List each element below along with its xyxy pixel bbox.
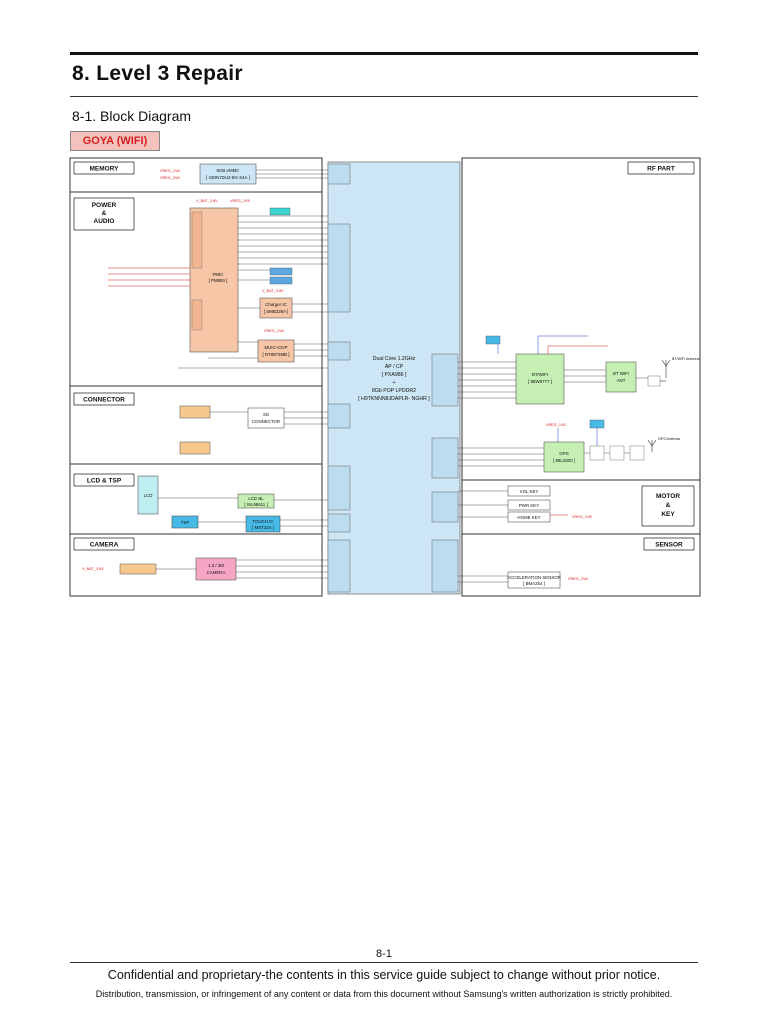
- svg-text:Charger IC: Charger IC: [265, 302, 286, 307]
- page-number: 8-1: [376, 948, 392, 960]
- motor-key-label-3: KEY: [661, 511, 675, 518]
- gps-block: [543, 441, 585, 473]
- camera-block: [195, 557, 237, 581]
- svg-text:HOME KEY: HOME KEY: [517, 515, 540, 520]
- svg-text:PWR KEY: PWR KEY: [519, 503, 539, 508]
- bt-wifi-block: [515, 353, 565, 405]
- ap-line-3: [ PXA986 ]: [382, 372, 407, 378]
- bt-wifi-antenna-label: BT/WIFI Antenna: [672, 357, 699, 361]
- svg-text:ACCELERATION SENSOR: ACCELERATION SENSOR: [507, 575, 561, 580]
- lcd-block: [137, 475, 159, 515]
- lcd-tsp-label: LCD & TSP: [87, 478, 122, 485]
- legal-notice: Distribution, transmission, or infringem…: [95, 989, 673, 999]
- svg-text:VREG_1V8: VREG_1V8: [230, 199, 250, 203]
- accelerometer-block: [507, 571, 561, 589]
- muic-block: [257, 339, 295, 363]
- svg-text:[ 88W8777 ]: [ 88W8777 ]: [528, 379, 552, 384]
- svg-text:LCD BL: LCD BL: [248, 496, 264, 501]
- ap-line-2: AP / CP: [385, 364, 404, 370]
- sd-connector-block: [247, 407, 285, 429]
- svg-text:VREG_2V8: VREG_2V8: [568, 577, 588, 581]
- svg-text:CAMERA: CAMERA: [207, 570, 226, 575]
- svg-text:V_BAT_3.8V: V_BAT_3.8V: [196, 199, 218, 203]
- gps-antenna-label: GPS Antenna: [658, 437, 680, 441]
- section-title: 8-1. Block Diagram: [72, 108, 192, 124]
- svg-text:MUIC+OVP: MUIC+OVP: [264, 345, 287, 350]
- svg-text:VREG_1V8: VREG_1V8: [572, 515, 592, 519]
- bt-wifi-ant-block: [605, 361, 637, 393]
- footer-rule: [70, 962, 698, 963]
- top-rule: [70, 52, 698, 55]
- svg-text:1.3 / 3M: 1.3 / 3M: [208, 563, 224, 568]
- svg-text:[ MXT224 ]: [ MXT224 ]: [252, 525, 273, 530]
- svg-text:BT WIFI: BT WIFI: [613, 371, 629, 376]
- svg-text:VREG_1V8: VREG_1V8: [160, 169, 180, 173]
- confidential-notice: Confidential and proprietary-the content…: [107, 968, 661, 982]
- power-label-3: AUDIO: [94, 218, 115, 225]
- connector-label: CONNECTOR: [83, 397, 125, 404]
- lcd-bl-block: [237, 493, 275, 509]
- power-label-1: POWER: [92, 202, 117, 209]
- svg-text:ANT: ANT: [617, 378, 626, 383]
- sensor-label: SENSOR: [655, 542, 683, 549]
- ap-line-5: 8Gb POP LPDDR2: [372, 388, 416, 394]
- right-frame: [461, 157, 701, 597]
- charger-block: [259, 297, 293, 319]
- svg-text:CONNECTOR: CONNECTOR: [252, 419, 280, 424]
- svg-text:V_BAT_3.8V: V_BAT_3.8V: [262, 289, 284, 293]
- power-label-2: &: [102, 210, 107, 217]
- svg-text:SD: SD: [263, 412, 269, 417]
- svg-text:[ PM800 ]: [ PM800 ]: [209, 278, 228, 283]
- svg-text:VREG_2V8: VREG_2V8: [160, 176, 180, 180]
- svg-text:VREG_1V8: VREG_1V8: [546, 423, 566, 427]
- model-badge: GOYA (WIFI): [70, 131, 160, 151]
- camera-label: CAMERA: [90, 542, 119, 549]
- svg-text:LCD: LCD: [144, 493, 153, 498]
- svg-text:TSP: TSP: [181, 520, 190, 525]
- svg-text:[ SMB328A ]: [ SMB328A ]: [264, 309, 288, 314]
- motor-key-label-1: MOTOR: [656, 493, 680, 500]
- motor-key-label-2: &: [666, 502, 671, 509]
- svg-text:[ ISL98611 ]: [ ISL98611 ]: [244, 502, 267, 507]
- svg-text:VREG_1V8: VREG_1V8: [264, 329, 284, 333]
- svg-text:VOL KEY: VOL KEY: [520, 489, 539, 494]
- block-diagram: Dual Core 1.2GHz AP / CP [ PXA986 ] + 8G…: [69, 157, 701, 597]
- memory-label: MEMORY: [89, 166, 119, 173]
- svg-text:BT/WIFI: BT/WIFI: [532, 372, 548, 377]
- touch-ic-block: [245, 515, 281, 533]
- svg-text:8GB eMMC: 8GB eMMC: [217, 168, 240, 173]
- title-underline: [70, 96, 698, 97]
- emmc-block: [199, 163, 257, 185]
- ap-line-1: Dual Core 1.2GHz: [373, 356, 416, 362]
- svg-text:TOUCH IC: TOUCH IC: [252, 519, 273, 524]
- chapter-title: 8. Level 3 Repair: [72, 62, 243, 85]
- svg-text:GPS: GPS: [559, 451, 568, 456]
- svg-text:PMIC: PMIC: [213, 272, 224, 277]
- svg-text:[ 88L2000 ]: [ 88L2000 ]: [553, 458, 575, 463]
- rf-part-label: RF PART: [647, 166, 675, 173]
- svg-text:[ RT8973MB ]: [ RT8973MB ]: [262, 352, 289, 357]
- svg-text:[ BMA254 ]: [ BMA254 ]: [523, 581, 545, 586]
- svg-text:V_BAT_3.8V: V_BAT_3.8V: [82, 567, 104, 571]
- ap-line-4: +: [392, 380, 395, 386]
- svg-text:[ SDIN7DU2-8G-S4A ]: [ SDIN7DU2-8G-S4A ]: [206, 175, 249, 180]
- ap-line-6: [ H9TKNNN8JDAPLR- NGHR ]: [358, 396, 430, 402]
